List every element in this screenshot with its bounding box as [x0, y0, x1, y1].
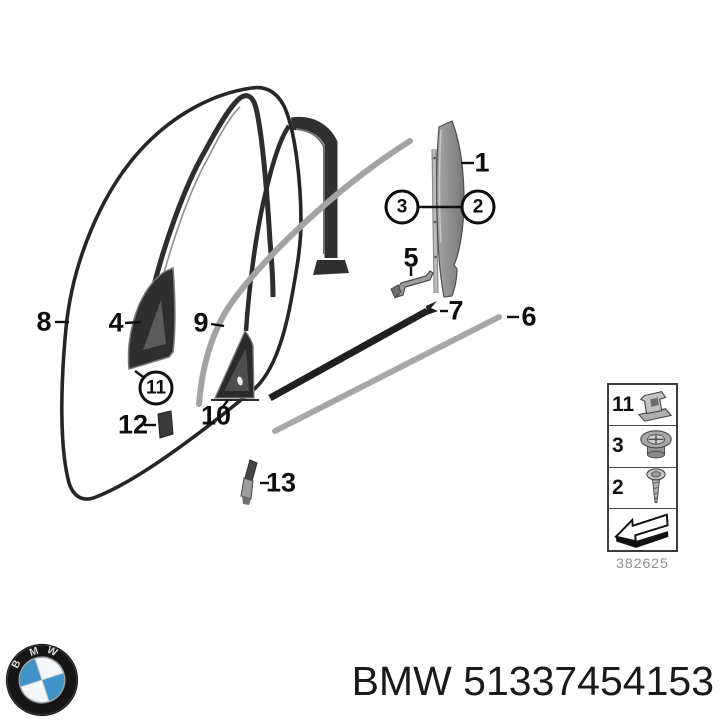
belt-strip-outer: [272, 314, 502, 434]
callout-10: 10: [200, 400, 232, 431]
b-pillar-trim-edge-highlight: [438, 129, 442, 244]
gasket-rivet: [434, 255, 437, 259]
callout-lines: [55, 161, 519, 485]
legend-row-11: 11: [609, 385, 676, 427]
mirror-triangle-rear-hole: [237, 376, 243, 386]
legend-diagram-code: 382625: [616, 555, 669, 571]
callout-9: 9: [193, 307, 209, 338]
callout-13: 13: [265, 467, 297, 498]
window-frame-rear-pillar-band: [290, 116, 338, 258]
callout-1: 1: [474, 147, 490, 178]
clip-13-foot: [242, 496, 251, 505]
gasket-rivet: [433, 156, 436, 160]
callout-3: 3: [384, 189, 420, 225]
trim-strip-9: [196, 138, 413, 407]
window-frame-front-highlight: [156, 106, 241, 300]
logo-letter-w: W: [45, 645, 59, 659]
b-pillar-trim: [436, 120, 465, 298]
mirror-triangle-front-facet: [143, 300, 166, 350]
grommet-icon: [636, 427, 676, 465]
fastener-legend: 11 3: [607, 383, 678, 552]
door-aperture-seal: [60, 85, 303, 501]
clip-13-lower: [240, 477, 254, 500]
legend-row-2: 2: [609, 467, 676, 509]
clip-13-upper: [244, 459, 258, 482]
bracket-5: [396, 270, 434, 298]
belt-strip-inner-fork: [426, 301, 438, 315]
window-frame-rear-front-edge: [243, 124, 291, 332]
legend-row-arrow: [609, 509, 676, 550]
belt-strip-inner: [268, 307, 429, 402]
legend-label-3: 3: [612, 434, 624, 458]
mirror-triangle-front: [127, 266, 176, 370]
callout-7: 7: [448, 295, 464, 326]
window-frame-rear-pillar-foot: [313, 260, 349, 275]
logo-letter-m: M: [28, 646, 40, 659]
clip-icon: [636, 386, 676, 424]
callout-6: 6: [521, 301, 537, 332]
part-number-caption: BMW 51337454153: [351, 658, 714, 704]
legend-row-3: 3: [609, 426, 676, 468]
window-frame-front: [148, 93, 276, 298]
callout-8: 8: [36, 306, 52, 337]
bracket-5-hook: [390, 284, 402, 299]
screw-icon: [636, 467, 676, 508]
mirror-triangle-rear-facet: [224, 348, 249, 391]
bmw-logo: B M W: [5, 643, 79, 717]
pad-12: [157, 410, 174, 439]
callout-12: 12: [117, 409, 149, 440]
legend-label-11: 11: [612, 393, 635, 417]
callout-4: 4: [108, 307, 124, 338]
direction-arrow-icon: [609, 509, 676, 549]
callout-5: 5: [403, 242, 419, 273]
window-frame-rear-highlight: [295, 128, 325, 254]
callout-2: 2: [460, 189, 496, 225]
legend-label-2: 2: [612, 475, 624, 499]
gasket-rivet: [433, 220, 437, 224]
callout-11: 11: [138, 370, 174, 406]
